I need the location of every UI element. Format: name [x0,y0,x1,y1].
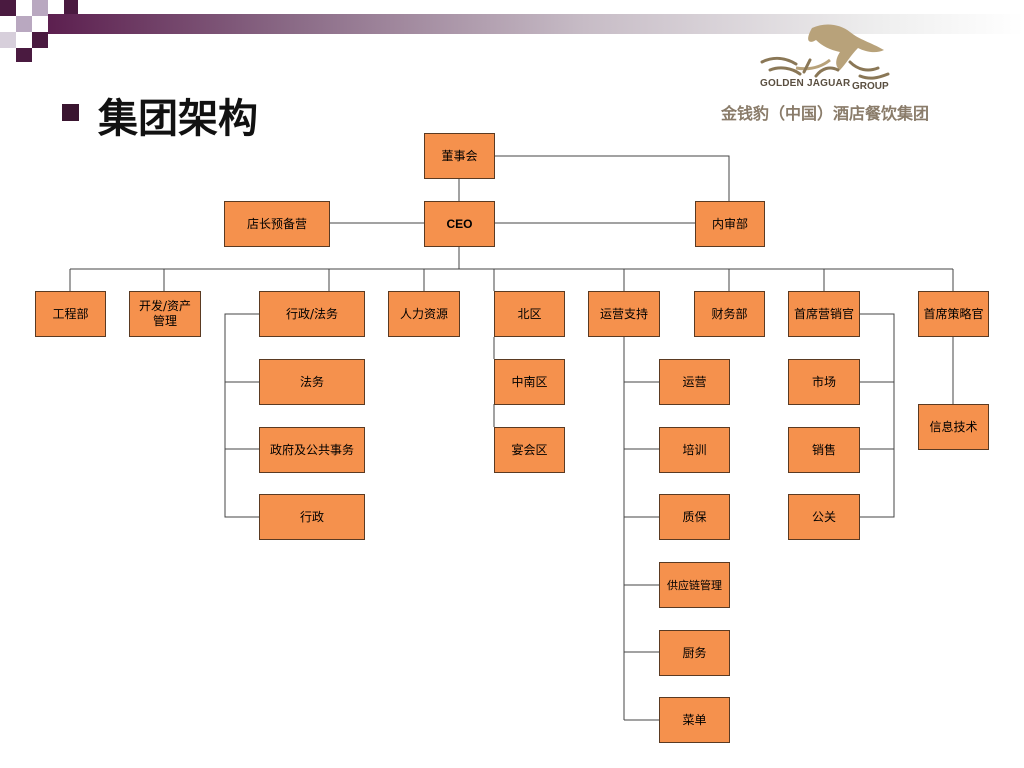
org-box-market: 市场 [788,359,860,405]
deco-square [16,16,32,32]
org-box-label: 信息技术 [929,419,978,434]
org-box-cso: 首席策略官 [918,291,989,337]
org-box-hr: 人力资源 [388,291,460,337]
org-box-label: 厨务 [682,645,707,660]
title-bullet [62,104,79,121]
org-box-training: 培训 [659,427,730,473]
org-box-label: 行政/法务 [285,306,339,321]
org-box-menu: 菜单 [659,697,730,743]
org-box-label: 北区 [517,306,542,321]
deco-square [0,32,16,48]
deco-square [0,0,16,16]
org-box-label: 运营支持 [599,306,648,321]
org-box-gov-public: 政府及公共事务 [259,427,365,473]
org-box-label: 法务 [299,374,324,389]
logo-english-group: GROUP [852,81,889,92]
org-box-engineering: 工程部 [35,291,106,337]
org-box-label: 培训 [682,442,707,457]
org-box-ops-support: 运营支持 [588,291,660,337]
deco-square [64,0,78,14]
org-box-north: 北区 [494,291,565,337]
org-box-supply-chain: 供应链管理 [659,562,730,608]
org-box-label: 宴会区 [511,442,548,457]
org-box-label: 内审部 [711,216,748,231]
org-box-board: 董事会 [424,133,495,179]
jaguar-logo-icon [760,24,890,80]
org-box-label: 市场 [811,374,836,389]
org-box-store-manager-prep: 店长预备营 [224,201,330,247]
org-box-admin: 行政 [259,494,365,540]
deco-square [32,32,48,48]
org-box-label: 开发/资产管理 [138,299,192,328]
org-box-label: 政府及公共事务 [269,442,354,457]
org-box-banquet: 宴会区 [494,427,565,473]
org-box-label: 供应链管理 [667,578,722,592]
org-box-label: 首席营销官 [793,306,854,321]
org-box-sales: 销售 [788,427,860,473]
org-box-label: 中南区 [511,374,548,389]
org-box-ceo: CEO [424,201,495,247]
header-decoration [0,0,1024,62]
org-box-label: 行政 [299,509,324,524]
org-box-label: 质保 [682,509,707,524]
org-box-label: 首席策略官 [923,306,984,321]
org-box-label: 董事会 [441,148,478,163]
org-box-ops: 运营 [659,359,730,405]
page-title: 集团架构 [98,96,258,142]
company-logo: GOLDEN JAGUAR GROUP 金钱豹（中国）酒店餐饮集团 [700,20,950,125]
org-box-legal: 法务 [259,359,365,405]
org-box-finance: 财务部 [694,291,765,337]
org-box-pr: 公关 [788,494,860,540]
deco-square [32,0,48,16]
org-box-qa: 质保 [659,494,730,540]
org-box-label: 店长预备营 [246,216,307,231]
org-box-development-asset: 开发/资产管理 [129,291,201,337]
org-box-label: CEO [446,216,473,231]
org-box-kitchen: 厨务 [659,630,730,676]
org-box-label: 财务部 [711,306,748,321]
org-box-cmo: 首席营销官 [788,291,860,337]
org-box-label: 工程部 [52,306,89,321]
org-box-admin-legal: 行政/法务 [259,291,365,337]
org-box-it: 信息技术 [918,404,989,450]
deco-square [16,48,32,62]
logo-chinese-name: 金钱豹（中国）酒店餐饮集团 [720,104,929,123]
logo-english-name: GOLDEN JAGUAR [760,78,851,89]
org-box-label: 运营 [682,374,707,389]
org-box-label: 销售 [811,442,836,457]
org-box-label: 公关 [811,509,836,524]
org-box-internal-audit: 内审部 [695,201,765,247]
org-box-label: 人力资源 [399,306,448,321]
header-gradient-bar [48,14,1024,34]
org-box-label: 菜单 [682,712,707,727]
org-box-central-south: 中南区 [494,359,565,405]
